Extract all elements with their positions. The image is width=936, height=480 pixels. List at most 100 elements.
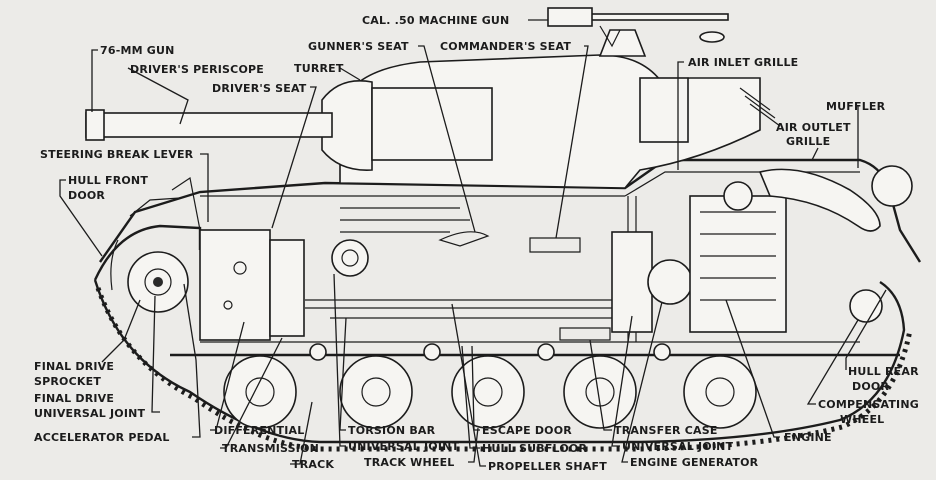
label-76mm-gun: 76-MM GUN [100, 44, 175, 57]
gunner-seat-art [438, 231, 490, 247]
hull-front-door-art [110, 197, 181, 291]
turret-ring [639, 77, 689, 143]
transmission-bolt-1 [233, 261, 247, 275]
turret-breech [371, 87, 493, 161]
label-universal-joint-right: UNIVERSAL JOINT [622, 440, 734, 453]
turret-mantlet [321, 80, 373, 171]
label-hull-front-1: HULL FRONT [68, 174, 148, 187]
label-track: TRACK [292, 458, 334, 471]
leader-final-drive-uj [151, 295, 160, 413]
label-gunners-seat: GUNNER'S SEAT [308, 40, 409, 53]
return-roller-3 [537, 343, 555, 361]
label-hull-subfloor: HULL SUBFLOOR [482, 442, 587, 455]
label-muffler: MUFFLER [826, 100, 886, 113]
leader-track [290, 401, 313, 465]
muffler-art [758, 168, 881, 232]
label-engine: ENGINE [784, 431, 832, 444]
propeller-shaft-art [305, 299, 620, 309]
differential-housing [269, 239, 305, 337]
label-steering-brake-lever: STEERING BREAK LEVER [40, 148, 194, 161]
leader-air-inlet-grille [677, 61, 684, 170]
final-drive-sprocket-center [153, 277, 163, 287]
leader-engine [725, 299, 780, 438]
label-accelerator-pedal: ACCELERATOR PEDAL [34, 431, 170, 444]
air-inlet-grille-art [739, 87, 781, 127]
engine-block [689, 195, 787, 333]
leader-hull-rear-door [845, 289, 887, 370]
label-hull-rear-2: DOOR [852, 380, 889, 393]
engine-cylinders [700, 211, 776, 301]
label-hull-rear-1: HULL REAR [848, 365, 919, 378]
tank-drawing [85, 7, 922, 452]
final-drive-sprocket-hub [144, 268, 172, 296]
label-turret: TURRET [294, 62, 344, 75]
label-engine-generator: ENGINE GENERATOR [630, 456, 759, 469]
ammo-racks [340, 207, 470, 233]
label-drivers-seat: DRIVER'S SEAT [212, 82, 307, 95]
machine-gun-grip [699, 31, 725, 43]
label-air-outlet-2: GRILLE [786, 135, 830, 148]
label-propeller-shaft: PROPELLER SHAFT [488, 460, 607, 473]
leader-universal-joint-right [611, 315, 633, 447]
track-wheels [223, 355, 757, 429]
leader-drivers-seat [271, 86, 317, 229]
label-drivers-periscope: DRIVER'S PERISCOPE [130, 63, 264, 76]
leader-air-outlet-grille [811, 147, 819, 161]
return-roller-2 [423, 343, 441, 361]
universal-joint-inner [341, 249, 359, 267]
track-wheel-5 [683, 355, 757, 429]
leader-steering-brake-lever [200, 153, 209, 222]
leader-propeller-shaft [451, 303, 486, 467]
track-wheel-5-hub [705, 377, 735, 407]
engine-generator-art [647, 259, 693, 305]
escape-door-art [559, 327, 611, 341]
label-differential: DIFFERENTIAL [214, 424, 304, 437]
leader-drivers-periscope [127, 67, 189, 125]
machine-gun-barrel [581, 13, 729, 21]
track-wheel-1 [223, 355, 297, 429]
label-track-wheel: TRACK WHEEL [364, 456, 455, 469]
leader-track-wheel [468, 427, 479, 463]
engine-pulley [723, 181, 753, 211]
return-rollers [309, 343, 671, 361]
leader-transmission [220, 337, 283, 449]
leader-compensating-wheel [806, 319, 859, 405]
leader-commanders-seat [555, 45, 589, 239]
transfer-case-art [611, 231, 653, 333]
label-universal-joint-left: UNIVERSAL JOINT [348, 440, 460, 453]
leader-transfer-case [589, 339, 612, 431]
label-air-inlet-grille: AIR INLET GRILLE [688, 56, 798, 69]
leader-accelerator-pedal [183, 283, 201, 438]
label-torsion-bar: TORSION BAR [348, 424, 436, 437]
steering-lever-art [171, 176, 201, 231]
turret-hatch [598, 29, 647, 57]
leader-final-drive-sprocket [101, 299, 141, 363]
leader-gunners-seat [418, 45, 476, 233]
label-compensating-2: WHEEL [840, 413, 884, 426]
label-transmission: TRANSMISSION [222, 442, 319, 455]
track-wheel-1-hub [245, 377, 275, 407]
track-belt [93, 224, 906, 444]
universal-joint-art [331, 239, 369, 277]
gun-barrel [85, 112, 333, 138]
leader-differential [210, 321, 245, 431]
label-final-drive-sprocket-2: SPROCKET [34, 375, 101, 388]
transmission-housing [199, 229, 271, 341]
label-final-drive-uj-1: FINAL DRIVE [34, 392, 114, 405]
label-compensating-1: COMPENSATING [818, 398, 919, 411]
gun-muzzle [85, 109, 105, 141]
label-final-drive-uj-2: UNIVERSAL JOINT [34, 407, 146, 420]
track-wheel-4 [563, 355, 637, 429]
label-escape-door: ESCAPE DOOR [482, 424, 572, 437]
leader-universal-joint-left [333, 273, 346, 447]
label-hull-front-2: DOOR [68, 189, 105, 202]
machine-gun-body [547, 7, 593, 27]
track-wheel-3-hub [473, 377, 503, 407]
leader-hull-front-door [59, 179, 103, 257]
leader-76mm-gun [91, 49, 98, 112]
label-final-drive-sprocket-1: FINAL DRIVE [34, 360, 114, 373]
track-wheel-2-hub [361, 377, 391, 407]
transmission-bolt-2 [223, 300, 233, 310]
